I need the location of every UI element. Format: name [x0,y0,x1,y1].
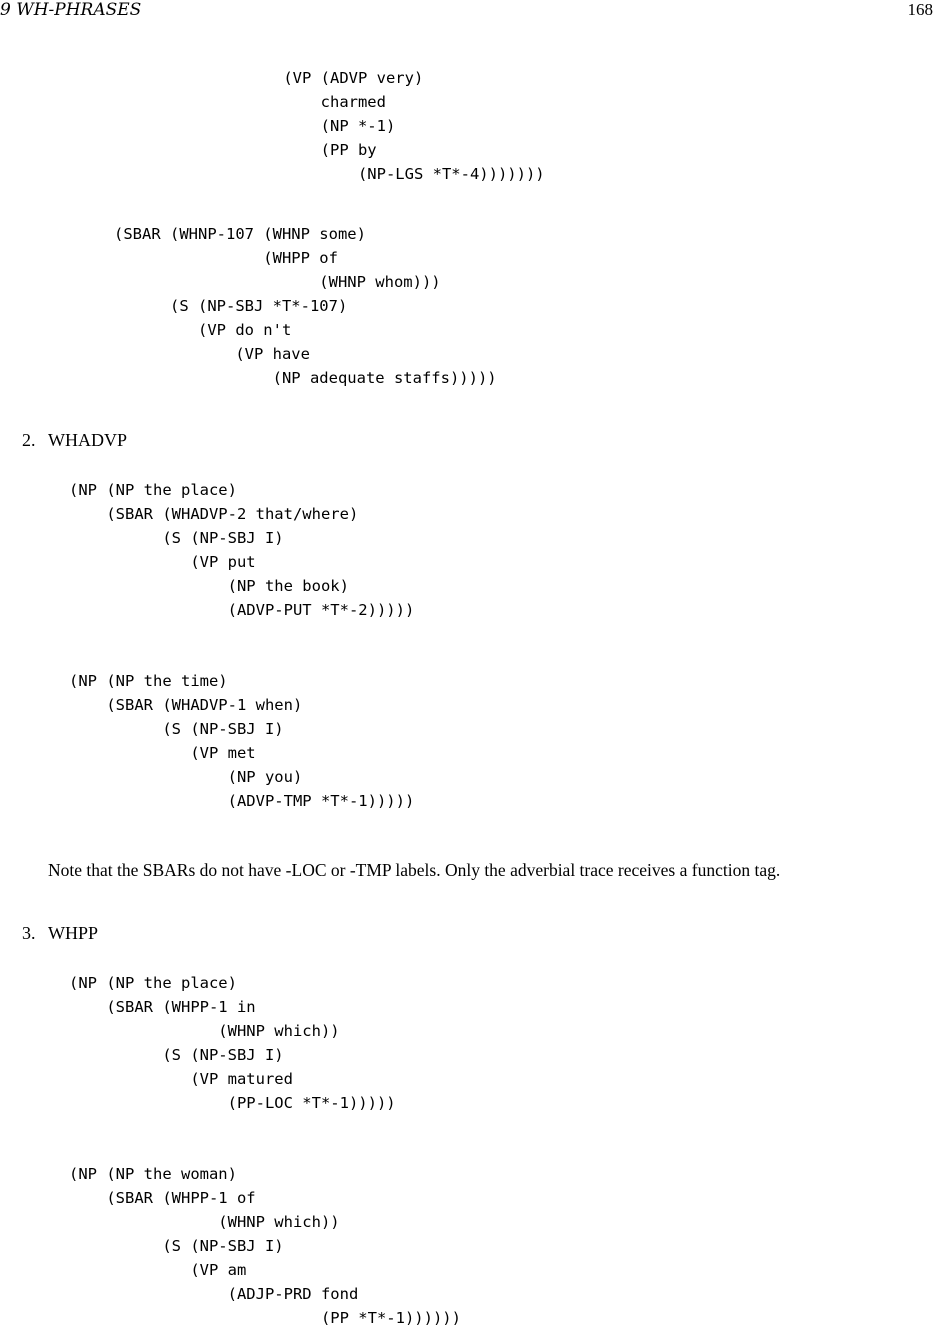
page-number: 168 [908,0,933,20]
section-title: WHADVP [48,430,127,450]
running-header-chapter: 9 WH-PHRASES [0,0,141,20]
section-heading-whpp: 3.WHPP [22,922,98,944]
code-block-np-the-place-whpp: (NP (NP the place) (SBAR (WHPP-1 in (WHN… [69,971,396,1115]
section-title: WHPP [48,923,98,943]
section-number: 3. [22,922,48,944]
code-block-vp-very-charmed: (VP (ADVP very) charmed (NP *-1) (PP by … [218,66,545,186]
note-paragraph: Note that the SBARs do not have -LOC or … [48,859,933,882]
code-block-sbar-whnp-some-of-whom: (SBAR (WHNP-107 (WHNP some) (WHPP of (WH… [114,222,497,390]
code-block-np-the-woman-whpp: (NP (NP the woman) (SBAR (WHPP-1 of (WHN… [69,1162,461,1330]
code-block-np-the-place-whadvp: (NP (NP the place) (SBAR (WHADVP-2 that/… [69,478,414,622]
section-number: 2. [22,429,48,451]
section-heading-whadvp: 2.WHADVP [22,429,127,451]
code-block-np-the-time-whadvp: (NP (NP the time) (SBAR (WHADVP-1 when) … [69,669,414,813]
